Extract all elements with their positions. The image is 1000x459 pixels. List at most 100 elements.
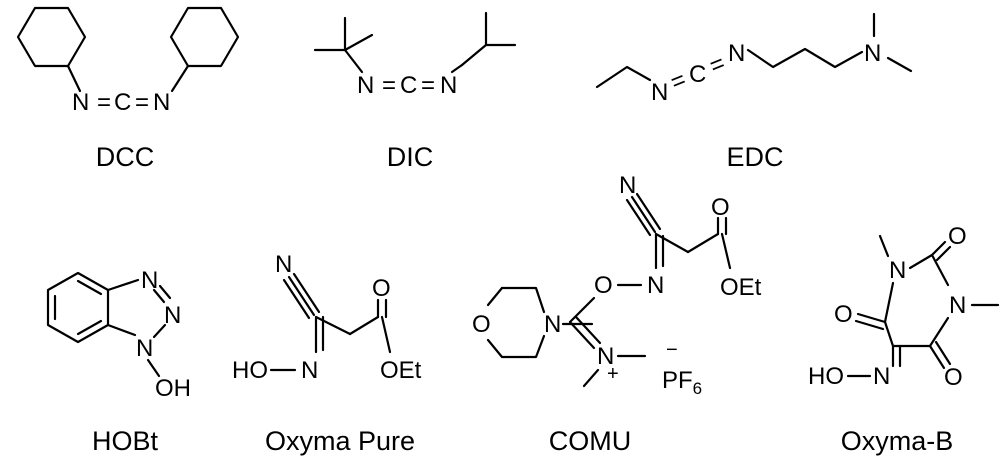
dcc-bond-right [170, 64, 190, 93]
comu-pf6-symbol: PF [662, 367, 693, 394]
oxyma-b-atom-o-top: O [948, 223, 967, 250]
hobt-bond-n-o [146, 358, 161, 378]
hobt-benzene-db-3 [76, 319, 103, 336]
dcc-atom-n1: N [72, 89, 89, 116]
dcc-cyclohexyl-left [16, 6, 87, 68]
oxyma-pure-bond-ester-o [380, 315, 392, 354]
structure-dic: N = C = N DIC [313, 11, 517, 172]
oxyma-b-bond-c5-c6 [883, 320, 895, 348]
oxyma-b-atom-ho: HO [808, 363, 844, 390]
oxyma-pure-atom-ho: HO [232, 357, 268, 384]
dic-bond-left [343, 48, 364, 74]
oxyma-b-atom-o-right: O [944, 364, 963, 391]
edc-methyl-right [886, 56, 913, 73]
edc-ethyl [595, 65, 652, 89]
oxyma-b-methyl-top [878, 234, 890, 258]
dic-atom-n2: N [440, 72, 457, 99]
comu-atom-morph-o: O [472, 311, 491, 338]
comu-charge-plus: + [607, 363, 619, 385]
oxyma-pure-atom-nitrile-n: N [275, 251, 292, 278]
dcc-atom-n2: N [153, 89, 170, 116]
comu-atom-nitrile-n: N [619, 172, 636, 199]
edc-label: EDC [726, 142, 783, 172]
oxyma-b-label: Oxyma-B [841, 426, 954, 456]
comu-atom-n-plus: N [597, 343, 614, 370]
structure-oxyma-b: N O N O O HO N Oxyma-B [808, 223, 1000, 456]
dcc-bond-left [66, 64, 82, 93]
oxyma-b-atom-n-right: N [949, 292, 966, 319]
hobt-atom-n2: N [164, 302, 181, 329]
oxyma-pure-nitrile-bond [287, 275, 316, 317]
oxyma-b-c6-o-a [856, 312, 887, 324]
dcc-cyclohexyl-right [169, 6, 240, 68]
comu-pf6-subscript: 6 [693, 379, 702, 398]
comu-bond-c-nplus-b [574, 315, 602, 345]
comu-morpholine-top [500, 286, 546, 314]
oxyma-b-c2-o-a [930, 240, 947, 257]
hobt-benzene-db-2 [76, 279, 103, 296]
oxyma-b-bond-c6-n1 [883, 281, 895, 324]
comu-label: COMU [549, 426, 632, 456]
hobt-bond-n1-n2-double [158, 284, 172, 300]
comu-nitrile-bond-c [625, 198, 652, 237]
dic-isopropyl-right-c [460, 43, 488, 67]
edc-atom-n2: N [728, 40, 745, 67]
oxyma-b-bond-n-c2 [908, 253, 934, 270]
comu-bond-c-carbonyl [654, 232, 690, 254]
hobt-bond-n1-n2 [152, 288, 166, 304]
comu-nitrile-bond-b [635, 192, 662, 231]
oxyma-pure-bond-carbonyl-c [348, 315, 380, 336]
comu-bond-carbonyl-c [686, 232, 720, 254]
dic-label: DIC [387, 142, 434, 172]
comu-pf6: PF6 [662, 367, 702, 398]
comu-pf6-charge: − [666, 339, 678, 361]
oxyma-b-c6-o-b [854, 319, 885, 331]
oxyma-pure-atom-carbonyl-o: O [372, 275, 391, 302]
dcc-bond-eq2: = [135, 89, 149, 116]
oxyma-b-bond-c2-n3 [930, 253, 950, 287]
dic-bond-eq1: = [382, 72, 396, 99]
edc-atom-n1: N [651, 79, 668, 106]
edc-atom-n3: N [864, 40, 881, 67]
oxyma-b-c4-o-a [928, 344, 946, 370]
oxyma-b-atom-n-top: N [889, 257, 906, 284]
edc-bond-eq1: = [667, 66, 690, 96]
comu-morpholine-top-left [486, 286, 504, 307]
hobt-atom-oh: OH [155, 375, 191, 402]
comu-bond-ester-o [720, 232, 732, 270]
structure-oxyma-pure: N O OEt HO N Oxyma Pure [232, 251, 422, 456]
comu-methyl-down [582, 368, 600, 388]
dic-atom-c: C [400, 72, 417, 99]
hobt-bond-n2-n3 [152, 323, 167, 339]
dcc-atom-c: C [114, 89, 131, 116]
hobt-atom-n3: N [136, 335, 153, 362]
oxyma-pure-atom-oxime-n: N [301, 357, 318, 384]
hobt-atom-n1: N [141, 267, 158, 294]
oxyma-pure-atom-oet: OEt [380, 357, 422, 384]
oxyma-b-atom-oxime-n: N [873, 363, 890, 390]
structure-dcc: N = C = N DCC [16, 6, 240, 172]
edc-bond-eq2: = [706, 50, 729, 80]
dcc-label: DCC [96, 142, 155, 172]
comu-bond-o-c [568, 296, 596, 324]
dic-bond-right [450, 63, 464, 74]
comu-morpholine-bottom [486, 334, 546, 359]
comu-atom-n-oxime: N [647, 272, 664, 299]
structure-hobt: N N N OH HOBt [46, 267, 191, 456]
hobt-bond-c-n3 [106, 323, 137, 337]
hobt-benzene-ring [46, 271, 110, 344]
hobt-label: HOBt [92, 426, 159, 456]
dic-isopropyl-left-b [343, 33, 374, 52]
dic-isopropyl-left-a [313, 16, 347, 52]
oxyma-b-c4-o-b [934, 340, 952, 366]
oxyma-pure-nitrile-bond-3 [282, 278, 311, 320]
hobt-bond-c-n1 [106, 278, 140, 292]
comu-nitrile-bond-a [630, 195, 657, 234]
oxyma-b-bond-n3-c4 [928, 316, 950, 348]
dic-atom-n1: N [357, 72, 374, 99]
structure-comu: N O OEt N O O N N + − PF6 COMU [472, 172, 762, 456]
oxyma-b-atom-o-left: O [834, 301, 853, 328]
edc-atom-c: C [689, 61, 706, 88]
